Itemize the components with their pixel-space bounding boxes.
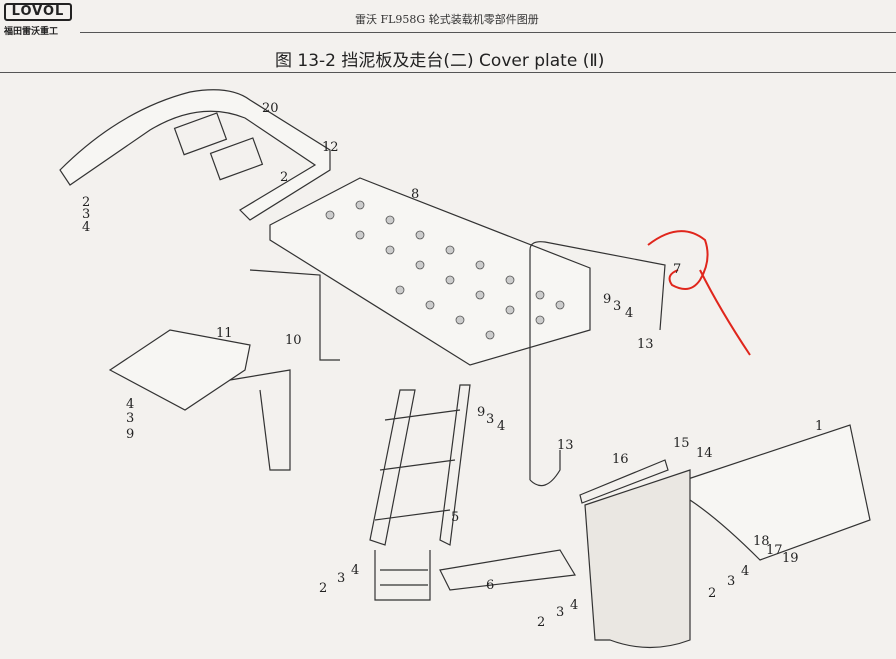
callout: 4: [497, 419, 505, 434]
fender-plate: [209, 137, 264, 181]
callout: 9: [126, 427, 134, 442]
lovol-logo: LOVOL 福田雷沃重工: [4, 3, 72, 37]
callout: 3: [613, 299, 621, 314]
callout: 19: [782, 551, 799, 566]
callout: 3: [126, 411, 134, 426]
walk-platform: [269, 177, 591, 366]
title-rule: [0, 72, 896, 73]
callout: 2: [82, 195, 90, 210]
mud-flap-14: [584, 469, 691, 649]
callout: 2: [319, 581, 327, 596]
callout: 2: [708, 586, 716, 601]
callout: 4: [82, 220, 90, 235]
callout: 2: [280, 170, 288, 185]
book-title: 雷沃 FL958G 轮式装载机零部件图册: [355, 13, 539, 26]
callout: 6: [486, 578, 494, 593]
callout: 5: [451, 510, 459, 525]
red-handwritten-mark: [647, 230, 751, 356]
handrail-7: [529, 241, 666, 480]
callout: 3: [337, 571, 345, 586]
ladder-lower: [374, 550, 431, 601]
callout: 3: [556, 605, 564, 620]
callout: 18: [753, 534, 770, 549]
callout: 3: [727, 574, 735, 589]
front-fender: [59, 89, 331, 221]
callout: 12: [322, 140, 339, 155]
callout: 4: [625, 306, 633, 321]
callout: 7: [673, 262, 681, 277]
callout: 4: [741, 564, 749, 579]
callout: 15: [673, 436, 690, 451]
ladder-bracket-6: [439, 549, 576, 591]
callout: 8: [411, 187, 419, 202]
callout: 3: [486, 412, 494, 427]
fender-plate: [173, 112, 228, 156]
platform-holes: [325, 200, 565, 340]
callout: 9: [603, 292, 611, 307]
handrail-10: [249, 269, 340, 361]
callout: 16: [612, 452, 629, 467]
handrail-13: [529, 450, 561, 487]
callout: 10: [285, 333, 302, 348]
callout: 13: [557, 438, 574, 453]
figure-title: 图 13-2 挡泥板及走台(二) Cover plate (Ⅱ): [275, 51, 605, 71]
logo-text: LOVOL: [4, 3, 72, 21]
callout: 4: [351, 563, 359, 578]
step-support: [229, 369, 291, 471]
callout: 11: [216, 326, 233, 341]
callout: 14: [696, 446, 713, 461]
strip-16: [579, 459, 669, 504]
step-bracket-11: [108, 329, 251, 411]
callout: 4: [570, 598, 578, 613]
header-rule: [80, 32, 896, 33]
callout: 2: [537, 615, 545, 630]
callout: 13: [637, 337, 654, 352]
callout: 9: [477, 405, 485, 420]
callout: 20: [262, 101, 279, 116]
callout: 1: [815, 419, 823, 434]
callout: 3: [82, 207, 90, 222]
callout-labels: 20 12 2 2 3 4 8 7 9 3 4 13 11 10 4 3 9 9…: [82, 101, 823, 630]
logo-subtext: 福田雷沃重工: [4, 27, 59, 37]
callout: 4: [126, 397, 134, 412]
ladder-5: [369, 384, 471, 546]
rear-fender-1: [684, 424, 871, 561]
callout: 17: [766, 543, 783, 558]
